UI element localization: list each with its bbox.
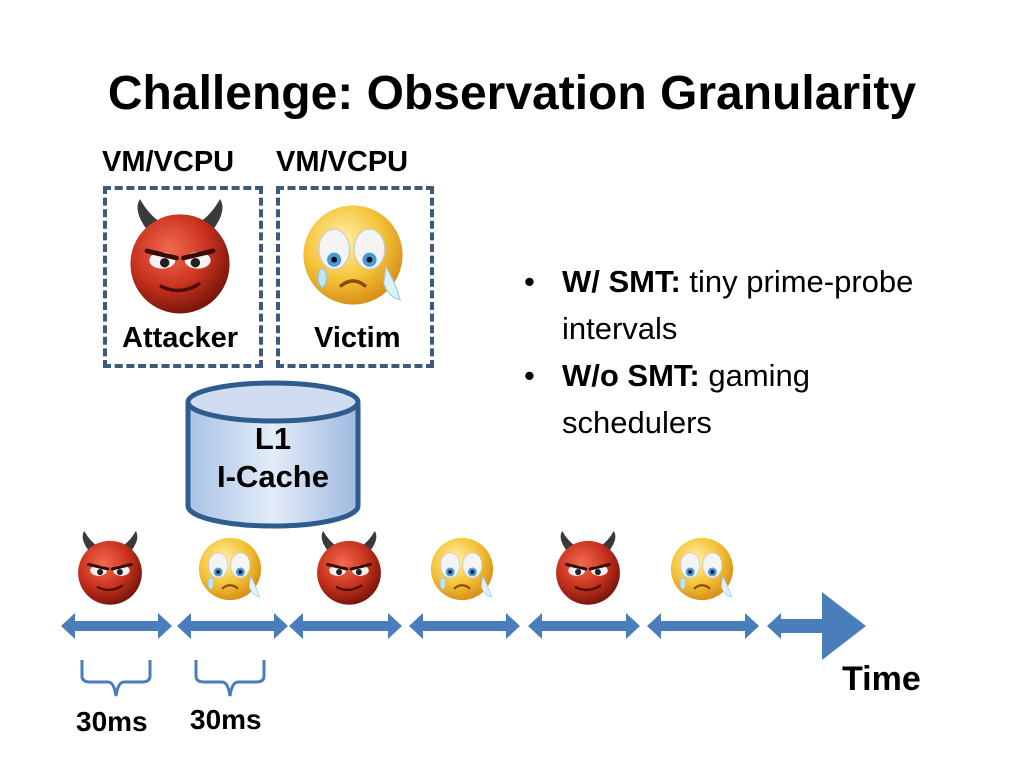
time-arrow (767, 592, 866, 660)
bullet-bold: W/o SMT: (562, 358, 700, 393)
timeline-segment (177, 613, 288, 639)
bullet-text: gaming schedulers (562, 358, 811, 440)
interval-label: 30ms (76, 706, 148, 737)
timeline-segment (289, 613, 402, 639)
victim-vm-box (276, 186, 434, 368)
timeline-faces (76, 530, 735, 607)
bullet-item: •W/o SMT: gaming schedulers (524, 358, 811, 440)
bullet-text: tiny prime-probe intervals (562, 264, 914, 346)
interval-label: 30ms (190, 704, 262, 735)
cache-cylinder-icon (185, 380, 361, 529)
attacker-vm-box (103, 186, 263, 368)
timeline-segment (409, 613, 520, 639)
devil-face-icon (76, 530, 144, 607)
slide-title: Challenge: Observation Granularity (107, 67, 917, 120)
cache-label-line1: L1 (254, 421, 292, 456)
timeline-segments (61, 592, 866, 660)
cache-label: L1 I-Cache (185, 420, 361, 496)
time-axis-label: Time (842, 660, 921, 698)
devil-face-icon (554, 530, 622, 607)
vm-label-attacker: VM/VCPU (102, 146, 235, 178)
bullet-item: •W/ SMT: tiny prime-probe intervals (524, 264, 914, 346)
victim-label: Victim (314, 322, 401, 354)
crying-face-icon (197, 536, 263, 602)
crying-face-icon (669, 536, 735, 602)
cache-label-line2: I-Cache (217, 459, 329, 494)
interval-bracket (194, 660, 266, 697)
timeline-segment (528, 613, 640, 639)
bullet-list: •W/ SMT: tiny prime-probe intervals •W/o… (520, 258, 940, 446)
timeline-segment (647, 613, 759, 639)
vm-label-victim: VM/VCPU (276, 146, 409, 178)
bullet-bold: W/ SMT: (562, 264, 681, 299)
devil-face-icon (315, 530, 383, 607)
attacker-label: Attacker (122, 322, 239, 354)
interval-bracket (80, 660, 152, 697)
timeline-segment (61, 613, 172, 639)
crying-face-icon (429, 536, 495, 602)
